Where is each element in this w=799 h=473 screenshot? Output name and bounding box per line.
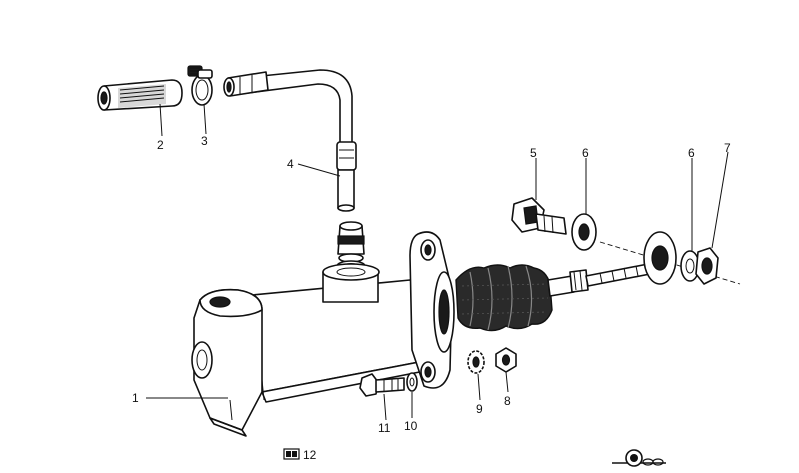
book-icon [283,448,300,460]
master-cylinder-part-1[interactable] [191,231,455,437]
leader-lines [146,103,729,421]
brake-pipe-part-4[interactable] [223,69,357,212]
callout-labels: 1 2 3 4 5 6 6 7 8 9 10 11 [132,134,731,435]
callout-5: 5 [530,146,537,160]
callout-9: 9 [476,402,483,416]
large-washer[interactable] [643,231,677,285]
bolt-part-11[interactable] [359,373,405,397]
footer-ref-number: 12 [303,448,317,462]
lock-washer-part-9[interactable] [467,350,485,374]
hose-part-2[interactable] [97,79,183,111]
washer-part-10[interactable] [406,372,418,392]
callout-6-right: 6 [688,146,695,160]
callout-2: 2 [157,138,164,152]
callout-11: 11 [378,421,391,435]
hose-clamp-part-3[interactable] [187,65,213,106]
callout-3: 3 [201,134,208,148]
bolt-part-5[interactable] [511,197,567,235]
callout-6-left: 6 [582,146,589,160]
rubber-dust-boot[interactable] [455,264,553,332]
nut-part-7[interactable] [695,247,719,285]
manufacturer-logo-icon [612,449,666,467]
washer-part-6-left[interactable] [571,213,597,251]
callout-7: 7 [724,141,731,155]
callout-10: 10 [404,419,418,433]
callout-1: 1 [132,391,139,405]
footer-reference: 12 [283,448,317,462]
callout-8: 8 [504,394,511,408]
nut-part-8[interactable] [495,347,517,373]
push-rod[interactable] [547,263,651,297]
callout-4: 4 [287,157,294,171]
